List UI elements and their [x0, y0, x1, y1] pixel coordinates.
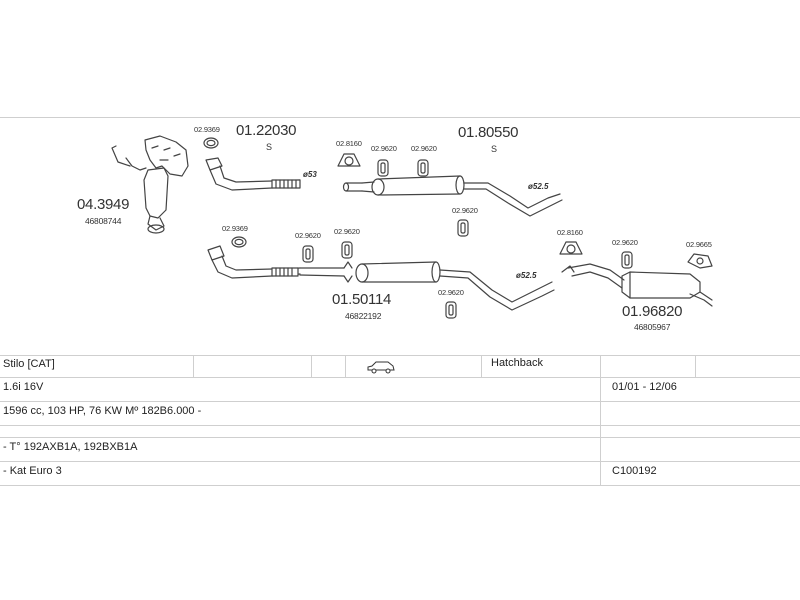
table-col-1 — [193, 355, 194, 377]
mount-2-code: 02.9620 — [411, 144, 437, 153]
pipe-diameter-2: ø52.5 — [528, 182, 549, 191]
top-rule — [0, 117, 800, 118]
centre-silencer-lower-part[interactable] — [207, 245, 555, 311]
table-col-5 — [600, 355, 601, 485]
table-rule-3 — [0, 401, 800, 402]
rear-mount-part[interactable] — [687, 253, 713, 269]
gasket-upper-code: 02.9369 — [194, 125, 220, 134]
rubber-mount-6-part[interactable] — [445, 301, 457, 319]
rubber-mount-1-part[interactable] — [377, 159, 389, 177]
rear-silencer-oe-number: 46805967 — [634, 322, 671, 332]
table-col-2 — [311, 355, 312, 377]
clamp-lower-code: 02.8160 — [557, 228, 583, 237]
mount-5-code: 02.9620 — [334, 227, 360, 236]
mount-6-code: 02.9620 — [438, 288, 464, 297]
gasket-lower-code: 02.9369 — [222, 224, 248, 233]
table-rule-6 — [0, 461, 800, 462]
table-rule-5 — [0, 437, 800, 438]
mount-3-code: 02.9620 — [452, 206, 478, 215]
gasket-lower-part[interactable] — [231, 236, 247, 248]
table-rule-1 — [0, 355, 800, 356]
vehicle-specs: 1596 cc, 103 HP, 76 KW Mº 182B6.000 - — [3, 405, 202, 417]
clamp-lower-part[interactable] — [559, 241, 583, 255]
manifold-catalyst-part[interactable] — [111, 135, 189, 234]
table-rule-7 — [0, 485, 800, 486]
centre-upper-suffix: S — [491, 144, 498, 154]
table-col-3 — [345, 355, 346, 377]
mount-1-code: 02.9620 — [371, 144, 397, 153]
table-rule-2 — [0, 377, 800, 378]
front-pipe-upper-part[interactable] — [205, 157, 301, 191]
centre-upper-code: 01.80550 — [458, 124, 519, 141]
rubber-mount-7-part[interactable] — [621, 251, 633, 269]
rubber-mount-5-part[interactable] — [341, 241, 353, 259]
table-col-6 — [695, 355, 696, 377]
rubber-mount-4-part[interactable] — [302, 245, 314, 263]
vehicle-engine: 1.6i 16V — [3, 381, 44, 393]
rubber-mount-2-part[interactable] — [417, 159, 429, 177]
pipe-diameter-1: ø53 — [303, 170, 317, 179]
manifold-oe-number: 46808744 — [85, 216, 122, 226]
vehicle-engine-codes: - T° 192AXB1A, 192BXB1A — [3, 441, 138, 453]
centre-silencer-upper-part[interactable] — [342, 175, 563, 217]
front-pipe-upper-code: 01.22030 — [236, 122, 297, 139]
table-rule-4 — [0, 425, 800, 426]
gasket-upper-part[interactable] — [203, 137, 219, 149]
clamp-upper-code: 02.8160 — [336, 139, 362, 148]
centre-lower-code: 01.50114 — [332, 291, 392, 308]
exhaust-system-drawing — [111, 135, 713, 319]
clamp-upper-part[interactable] — [337, 153, 361, 167]
vehicle-years: 01/01 - 12/06 — [612, 381, 677, 393]
vehicle-emission: - Kat Euro 3 — [3, 465, 62, 477]
mount-4-code: 02.9620 — [295, 231, 321, 240]
manifold-part-code: 04.3949 — [77, 196, 130, 213]
rear-mount-code: 02.9665 — [686, 240, 712, 249]
centre-lower-oe-number: 46822192 — [345, 311, 382, 321]
rubber-mount-3-part[interactable] — [457, 219, 469, 237]
vehicle-model: Stilo [CAT] — [3, 358, 55, 370]
mount-7-code: 02.9620 — [612, 238, 638, 247]
rear-silencer-code: 01.96820 — [622, 303, 683, 320]
front-pipe-upper-suffix: S — [266, 142, 273, 152]
vehicle-body-type: Hatchback — [491, 357, 543, 369]
table-col-4 — [481, 355, 482, 377]
catalog-code: C100192 — [612, 465, 657, 477]
rear-silencer-part[interactable] — [561, 263, 713, 307]
pipe-diameter-3: ø52.5 — [516, 271, 537, 280]
car-body-icon — [366, 360, 396, 379]
